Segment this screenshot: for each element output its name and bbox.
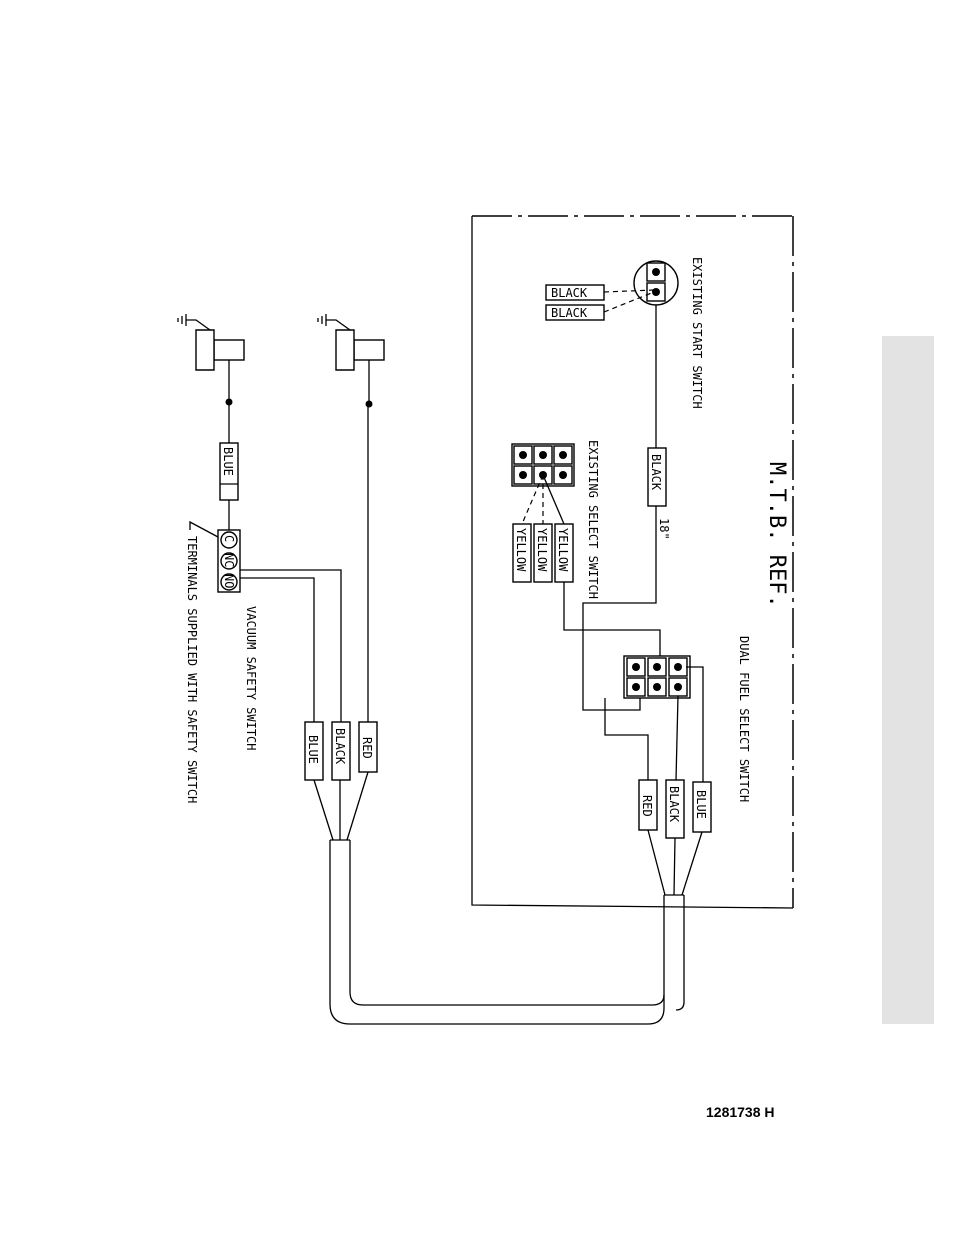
svg-text:BLACK: BLACK <box>551 306 588 320</box>
terminals-note: TERMINALS SUPPLIED WITH SAFETY SWITCH <box>185 536 199 803</box>
existing-select-switch-label: EXISTING SELECT SWITCH <box>586 440 600 599</box>
ground-connector-2 <box>318 314 384 370</box>
svg-text:BLACK: BLACK <box>333 728 347 765</box>
yellow-wire-label-2: YELLOW <box>534 524 552 582</box>
red-wire-label-left: RED <box>359 722 377 772</box>
svg-text:RED: RED <box>360 737 374 759</box>
black-wire-label-1: BLACK <box>546 285 604 300</box>
svg-text:BLUE: BLUE <box>694 790 708 819</box>
blue-wire-label-left: BLUE <box>305 722 323 780</box>
svg-text:BLUE: BLUE <box>306 735 320 764</box>
svg-text:YELLOW: YELLOW <box>514 528 528 572</box>
black-wire-label-right: BLACK <box>666 780 684 838</box>
dimension-18: 18" <box>657 518 671 540</box>
svg-text:RED: RED <box>640 795 654 817</box>
terminal-c-label: C <box>222 535 236 542</box>
black-wire-label-3: BLACK <box>648 448 666 506</box>
terminals-note-leader <box>190 522 218 537</box>
dual-fuel-select-switch <box>624 656 690 698</box>
svg-text:BLACK: BLACK <box>649 454 663 491</box>
existing-start-switch-label: EXISTING START SWITCH <box>690 257 704 409</box>
terminal-no-label: NO <box>222 574 236 588</box>
blue-wire-label-right: BLUE <box>693 782 711 832</box>
cable-harness <box>330 840 684 1024</box>
terminal-nc-label: NC <box>222 553 236 567</box>
yellow-wire-label-3: YELLOW <box>555 524 573 582</box>
vacuum-safety-switch-label: VACUUM SAFETY SWITCH <box>244 606 258 751</box>
existing-start-switch <box>634 261 678 305</box>
blue-wire-label-top: BLUE <box>220 443 238 500</box>
red-wire-label-right: RED <box>639 780 657 830</box>
svg-text:BLACK: BLACK <box>551 286 588 300</box>
svg-text:BLACK: BLACK <box>667 786 681 823</box>
svg-text:YELLOW: YELLOW <box>535 528 549 572</box>
yellow-wire-label-1: YELLOW <box>513 524 531 582</box>
dual-fuel-select-switch-label: DUAL FUEL SELECT SWITCH <box>737 636 751 802</box>
black-wire-label-left: BLACK <box>332 722 350 780</box>
svg-text:BLUE: BLUE <box>221 447 235 476</box>
ground-connector-1 <box>178 314 244 370</box>
black-wire-label-2: BLACK <box>546 305 604 320</box>
svg-text:YELLOW: YELLOW <box>556 528 570 572</box>
mtb-ref-title: M.T.B. REF. <box>764 462 789 608</box>
document-number: 1281738 H <box>706 1104 775 1120</box>
